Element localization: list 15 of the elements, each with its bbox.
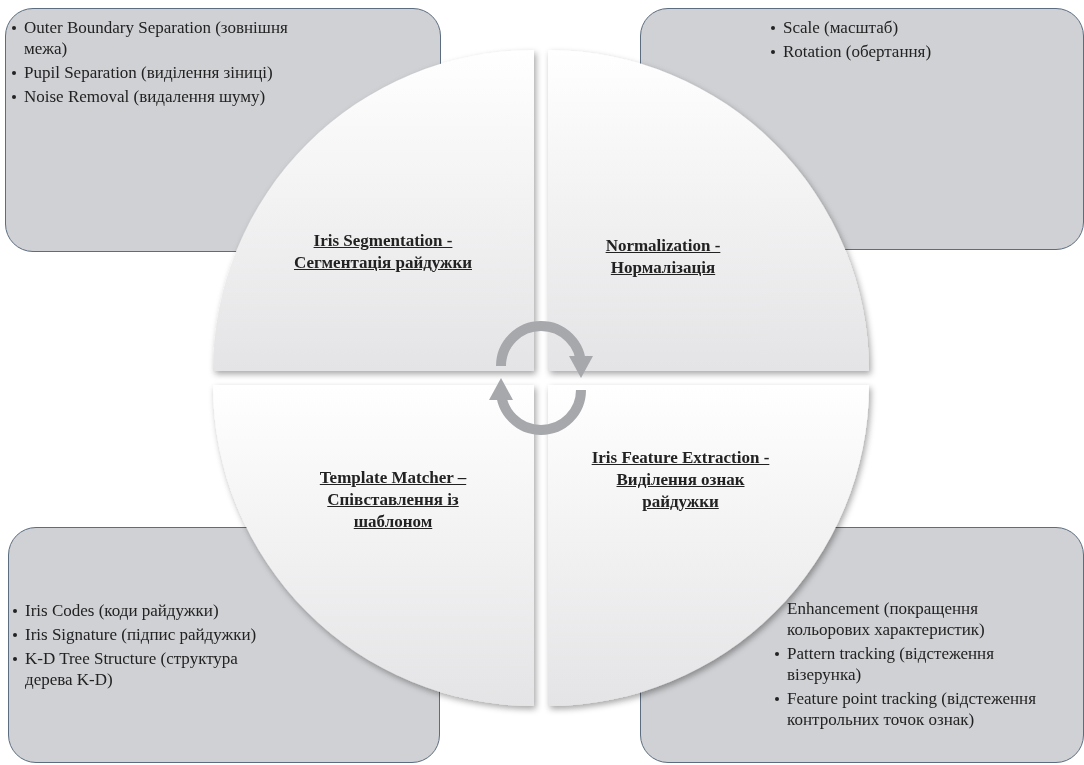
bullet-text: Scale (масштаб) xyxy=(783,17,900,38)
bullet-text: Iris Signature (підпис райдужки) xyxy=(25,624,258,645)
stage-title: Normalization - Нормалізація xyxy=(604,235,722,279)
bullet-text: Iris Codes (коди райдужки) xyxy=(25,600,220,621)
bullet-text: Rotation (обертання) xyxy=(783,41,933,62)
bullet-text: Pattern tracking (відстеження візерунка) xyxy=(787,643,995,685)
bullet-text: Enhancement (покращення кольорових характеристик) xyxy=(787,598,986,640)
bullet-text: K-D Tree Structure (структура дерева K-D) xyxy=(25,648,239,690)
stage-title: Iris Feature Extraction - Виділення ознак райдужки xyxy=(590,447,771,513)
bullet-text: Pupil Separation (виділення зіниці) xyxy=(24,62,274,83)
bullet-text: Outer Boundary Separation (зовнішня межа) xyxy=(24,17,289,59)
stage-title: Template Matcher – Співставлення із шаблоном xyxy=(318,467,468,533)
bullet-text: Feature point tracking (відстеження контрольних точок ознак) xyxy=(787,688,1038,730)
stage-title: Iris Segmentation - Сегментація райдужки xyxy=(293,230,473,274)
bullet-text: Noise Removal (видалення шуму) xyxy=(24,86,267,107)
